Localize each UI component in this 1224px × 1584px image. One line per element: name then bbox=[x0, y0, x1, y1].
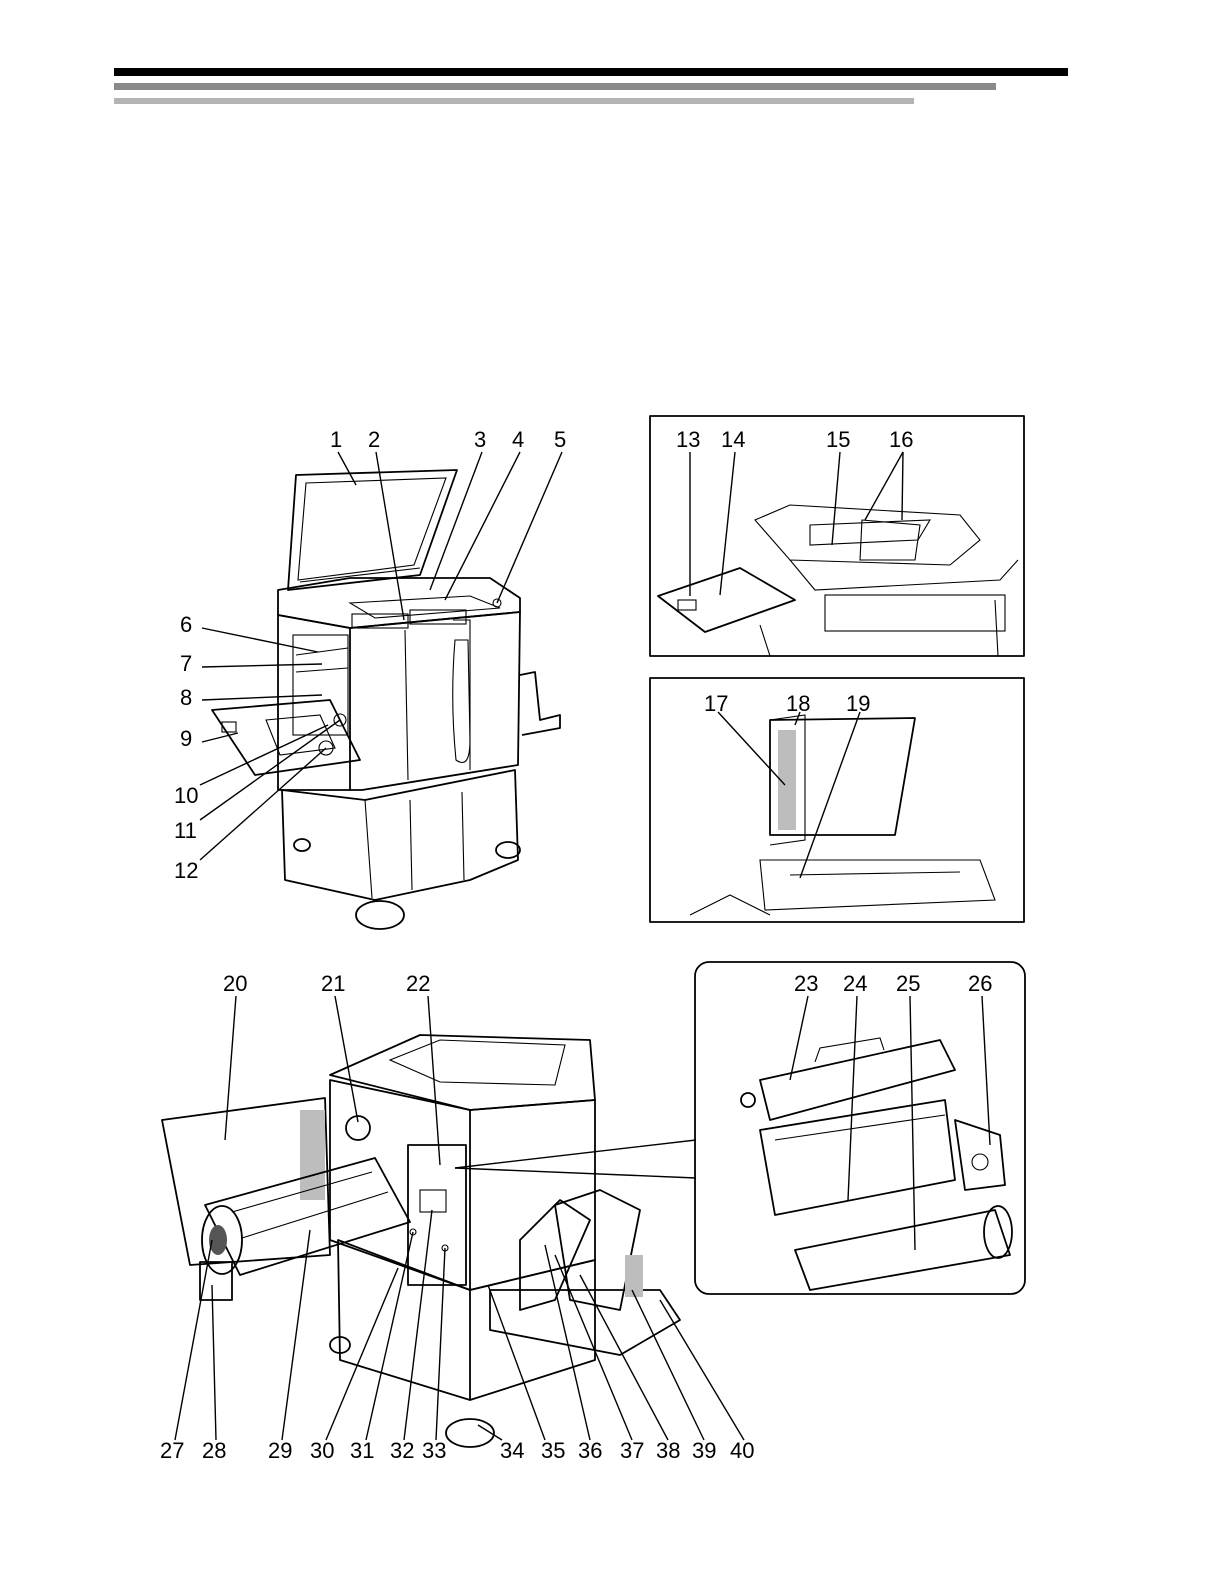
callout-1: 1 bbox=[330, 427, 342, 452]
machine-front-view bbox=[212, 470, 560, 929]
leader-lines-fig1 bbox=[200, 452, 562, 860]
callout-23: 23 bbox=[794, 971, 818, 996]
callout-7: 7 bbox=[180, 651, 192, 676]
callout-26: 26 bbox=[968, 971, 992, 996]
callout-32: 32 bbox=[390, 1438, 414, 1463]
callout-25: 25 bbox=[896, 971, 920, 996]
callout-29: 29 bbox=[268, 1438, 292, 1463]
callout-40: 40 bbox=[730, 1438, 754, 1463]
callout-16: 16 bbox=[889, 427, 913, 452]
callout-24: 24 bbox=[843, 971, 867, 996]
callout-13: 13 bbox=[676, 427, 700, 452]
callout-4: 4 bbox=[512, 427, 524, 452]
callout-37: 37 bbox=[620, 1438, 644, 1463]
callout-6: 6 bbox=[180, 612, 192, 637]
callout-8: 8 bbox=[180, 685, 192, 710]
callout-21: 21 bbox=[321, 971, 345, 996]
callout-34: 34 bbox=[500, 1438, 524, 1463]
callout-31: 31 bbox=[350, 1438, 374, 1463]
callout-18: 18 bbox=[786, 691, 810, 716]
callout-10: 10 bbox=[174, 783, 198, 808]
callout-39: 39 bbox=[692, 1438, 716, 1463]
callout-9: 9 bbox=[180, 726, 192, 751]
callout-35: 35 bbox=[541, 1438, 565, 1463]
callout-15: 15 bbox=[826, 427, 850, 452]
callout-33: 33 bbox=[422, 1438, 446, 1463]
master-detail-view bbox=[695, 962, 1025, 1294]
callout-20: 20 bbox=[223, 971, 247, 996]
callout-11: 11 bbox=[174, 818, 197, 843]
callout-5: 5 bbox=[554, 427, 566, 452]
callout-38: 38 bbox=[656, 1438, 680, 1463]
callout-2: 2 bbox=[368, 427, 380, 452]
machine-open-view bbox=[162, 1035, 680, 1447]
callout-28: 28 bbox=[202, 1438, 226, 1463]
leader-lines-fig2 bbox=[690, 452, 903, 596]
leader-lines-fig4 bbox=[175, 996, 744, 1440]
callout-27: 27 bbox=[160, 1438, 184, 1463]
callout-36: 36 bbox=[578, 1438, 602, 1463]
callout-3: 3 bbox=[474, 427, 486, 452]
callout-17: 17 bbox=[704, 691, 728, 716]
callout-19: 19 bbox=[846, 691, 870, 716]
callout-12: 12 bbox=[174, 858, 198, 883]
adf-detail-view bbox=[650, 416, 1024, 656]
callout-22: 22 bbox=[406, 971, 430, 996]
callout-14: 14 bbox=[721, 427, 745, 452]
callout-30: 30 bbox=[310, 1438, 334, 1463]
